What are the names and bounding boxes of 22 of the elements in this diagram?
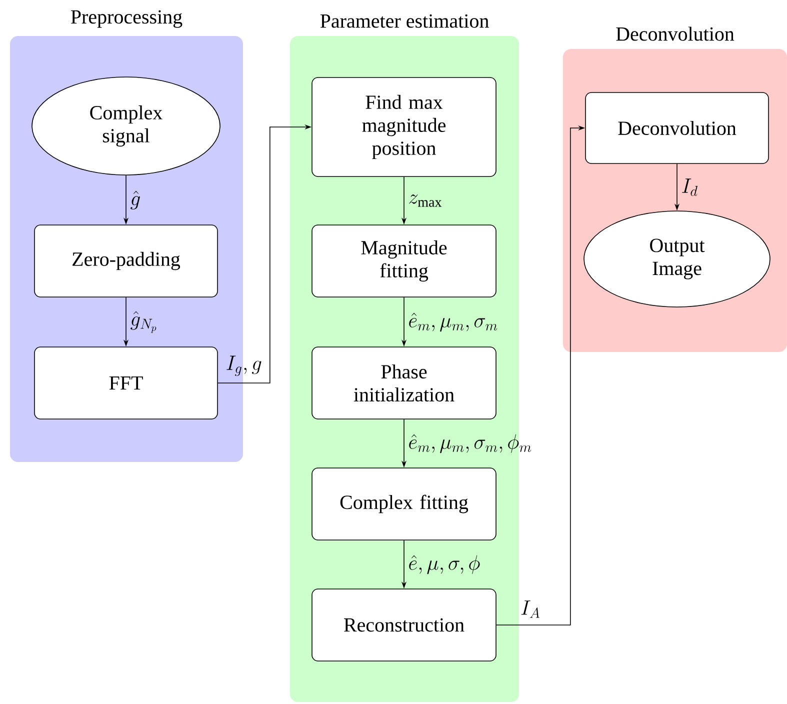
process-box: Reconstruction: [312, 588, 496, 662]
panel-title: Deconvolution: [616, 26, 734, 41]
edge-label: $I_g, g$: [226, 356, 262, 376]
process-box: Deconvolution: [585, 92, 769, 164]
ellipse-node: Complex signal: [32, 76, 220, 176]
edge-label: $I_A$: [521, 600, 540, 618]
process-box: Find max magnitude position: [312, 77, 496, 177]
edge-label: $\hat{g}$: [130, 190, 140, 210]
process-box: Magnitude fitting: [312, 224, 496, 298]
process-box: FFT: [34, 346, 218, 420]
panel-title: Parameter estimation: [320, 14, 489, 28]
ellipse-node: Output Image: [584, 210, 770, 308]
edge-label: $I_d$: [682, 178, 698, 196]
edge-label: $\hat{e}_m, \mu_m, \sigma_m$: [409, 312, 498, 332]
process-box: Zero-padding: [34, 224, 218, 298]
edge-label: $\hat{e}, \mu, \sigma, \phi$: [409, 555, 480, 574]
process-box: Complex fitting: [312, 468, 496, 540]
edge-label: $z_{\mathrm{max}}$: [409, 194, 442, 207]
edge-label: $\hat{g}_{N_p}$: [130, 311, 156, 333]
process-box: Phase initialization: [312, 346, 496, 420]
panel-title: Preprocessing: [71, 10, 182, 28]
edge-label: $\hat{e}_m, \mu_m, \sigma_m, \phi_m$: [409, 434, 532, 454]
